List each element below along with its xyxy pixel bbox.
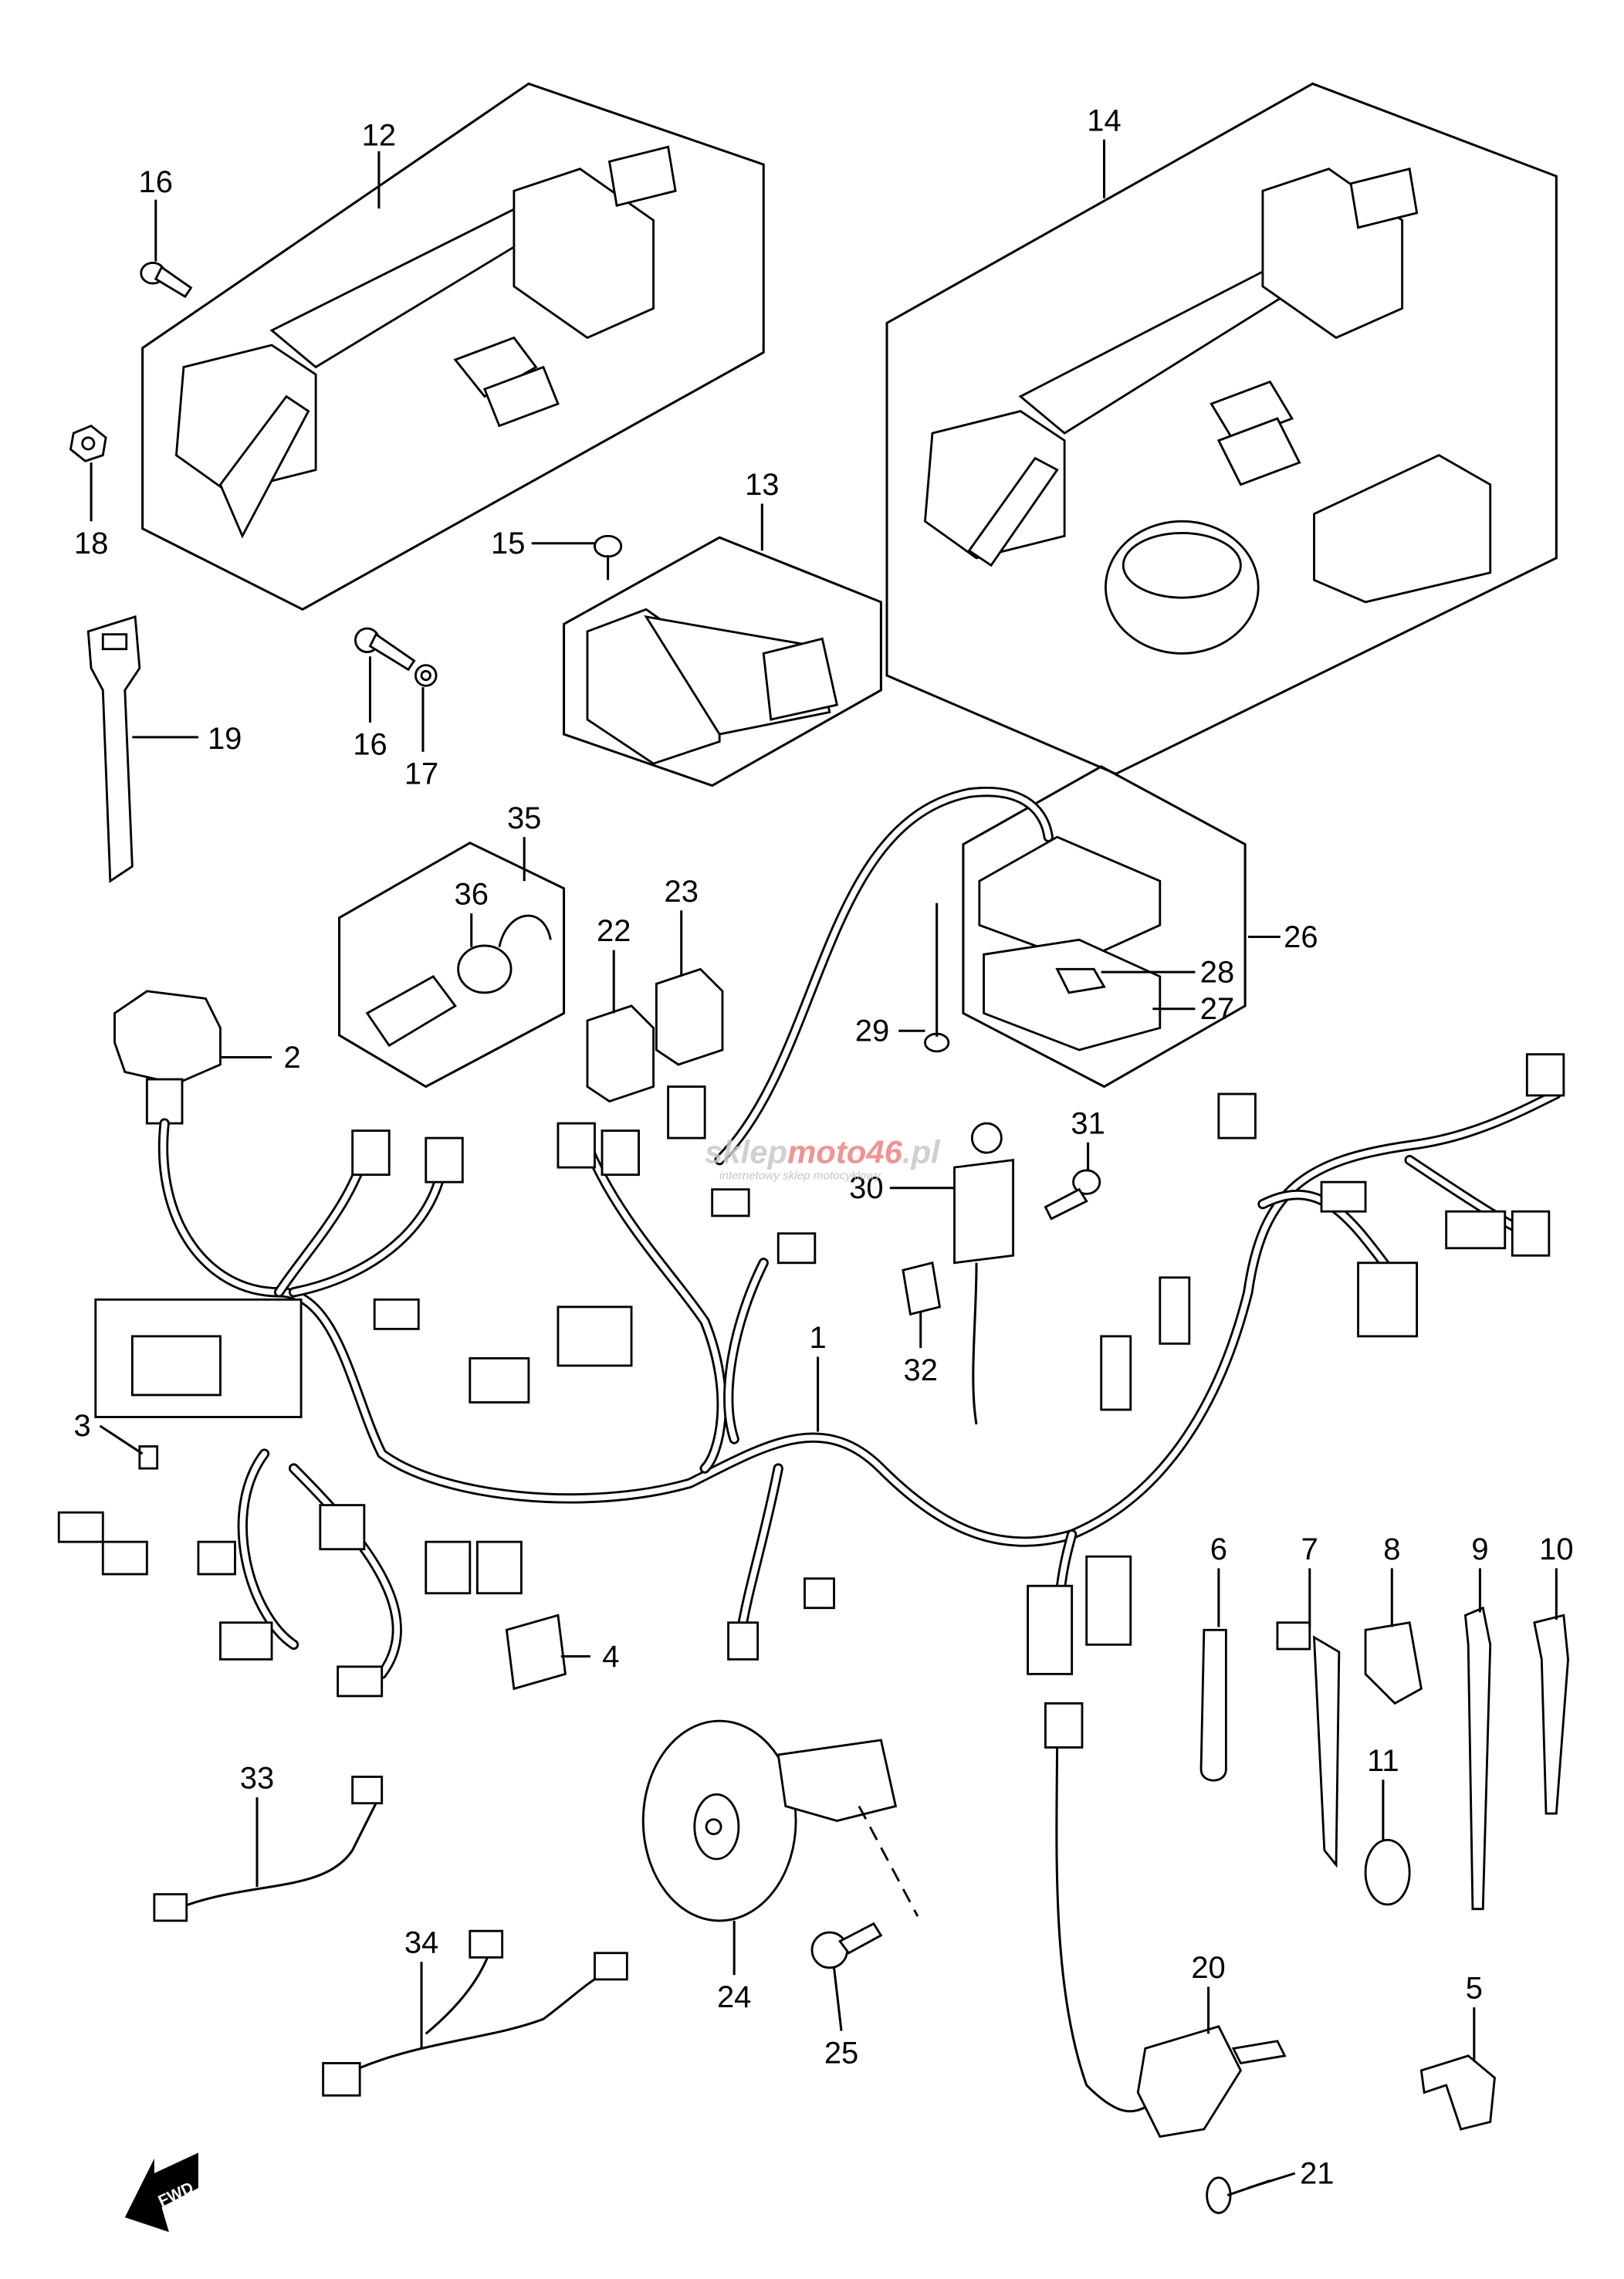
screw-15 (594, 534, 623, 581)
relay-22 (586, 1004, 655, 1103)
callout-8: 8 (1383, 1532, 1400, 1566)
lock-set-14 (923, 167, 1492, 655)
cable-tie-10 (1533, 1614, 1569, 1815)
bolt-25 (810, 1922, 883, 1969)
callout-31: 31 (1071, 1106, 1105, 1140)
callout-16-bottom: 16 (353, 728, 387, 762)
callout-1: 1 (809, 1321, 826, 1355)
washer-17 (414, 664, 438, 687)
watermark-brand-red: moto (787, 1133, 866, 1170)
seat-lock-13 (586, 608, 839, 765)
watermark-brand-gray: sklep (705, 1133, 787, 1170)
switch-30 (953, 1122, 1015, 1425)
callout-25: 25 (824, 2036, 858, 2070)
callout-34: 34 (404, 1926, 438, 1960)
callout-5: 5 (1466, 1972, 1483, 2006)
nut-18 (69, 424, 107, 462)
ignition-switch-set-12 (174, 145, 677, 539)
callout-6: 6 (1210, 1532, 1227, 1566)
band-11 (1364, 1838, 1411, 1906)
callout-19: 19 (208, 722, 242, 756)
clamp-7 (1276, 1621, 1341, 1868)
sub-harness-33 (153, 1776, 384, 1922)
screw-29 (924, 902, 950, 1053)
group-box-35 (338, 842, 566, 1089)
callout-7: 7 (1301, 1532, 1318, 1566)
lamp-26 (978, 835, 1162, 1051)
callout-13: 13 (745, 468, 779, 502)
bolt-16-top (140, 262, 193, 299)
watermark: sklepmoto46.pl internetowy sklep motocyk… (705, 1133, 941, 1182)
callout-23: 23 (664, 875, 698, 909)
callout-35: 35 (507, 801, 541, 835)
clamp-6 (1199, 1628, 1227, 1782)
callout-11: 11 (1367, 1744, 1399, 1778)
watermark-brand-box: 46 (865, 1133, 902, 1170)
switch-2 (113, 990, 222, 1125)
callout-24: 24 (717, 1980, 751, 2014)
cable-tie-9 (1463, 1606, 1492, 1911)
leader-lines (90, 139, 1558, 2189)
callout-10: 10 (1539, 1532, 1573, 1566)
callout-27: 27 (1200, 992, 1234, 1026)
switch-20 (1044, 1702, 1287, 2138)
svg-text:sklepmoto46.pl: sklepmoto46.pl (705, 1133, 941, 1170)
callout-29: 29 (855, 1014, 889, 1048)
fuse-3 (138, 1445, 159, 1470)
callout-33: 33 (240, 1762, 274, 1796)
group-box-12 (141, 82, 765, 611)
callout-3: 3 (74, 1409, 91, 1443)
callout-22: 22 (597, 914, 631, 948)
callout-28: 28 (1200, 955, 1234, 989)
group-box-14 (885, 82, 1558, 776)
callout-4: 4 (602, 1640, 619, 1674)
callout-2: 2 (284, 1041, 301, 1075)
callout-18: 18 (74, 527, 108, 560)
watermark-brand-tld: .pl (902, 1133, 941, 1170)
socket-35 (365, 914, 552, 1048)
collar-32 (902, 1261, 942, 1316)
group-box-13 (563, 536, 882, 787)
bolt-31 (1044, 1169, 1101, 1221)
group-box-26 (962, 765, 1247, 1089)
clamp-5 (1419, 2054, 1496, 2131)
callout-12: 12 (362, 118, 396, 152)
callout-36: 36 (455, 878, 489, 912)
callout-26: 26 (1284, 920, 1318, 954)
wiring-harness-1 (57, 787, 1565, 1698)
callout-32: 32 (904, 1353, 938, 1387)
callout-16-top: 16 (139, 165, 173, 199)
key-19 (86, 615, 141, 883)
callout-20: 20 (1191, 1951, 1225, 1985)
horn-24 (641, 1719, 898, 1922)
sub-harness-34 (322, 1929, 628, 2097)
callout-30: 30 (849, 1171, 883, 1205)
relay-23 (655, 967, 724, 1066)
callout-15: 15 (491, 527, 525, 560)
callout-9: 9 (1471, 1532, 1488, 1566)
watermark-tagline: internetowy sklep motocyklowy (719, 1169, 881, 1182)
bolt-16-bottom (354, 627, 416, 672)
callout-17: 17 (404, 757, 438, 791)
relay-4 (505, 1614, 567, 1691)
callout-21: 21 (1300, 2156, 1334, 2190)
callout-14: 14 (1087, 103, 1121, 137)
clamp-8 (1364, 1621, 1423, 1705)
